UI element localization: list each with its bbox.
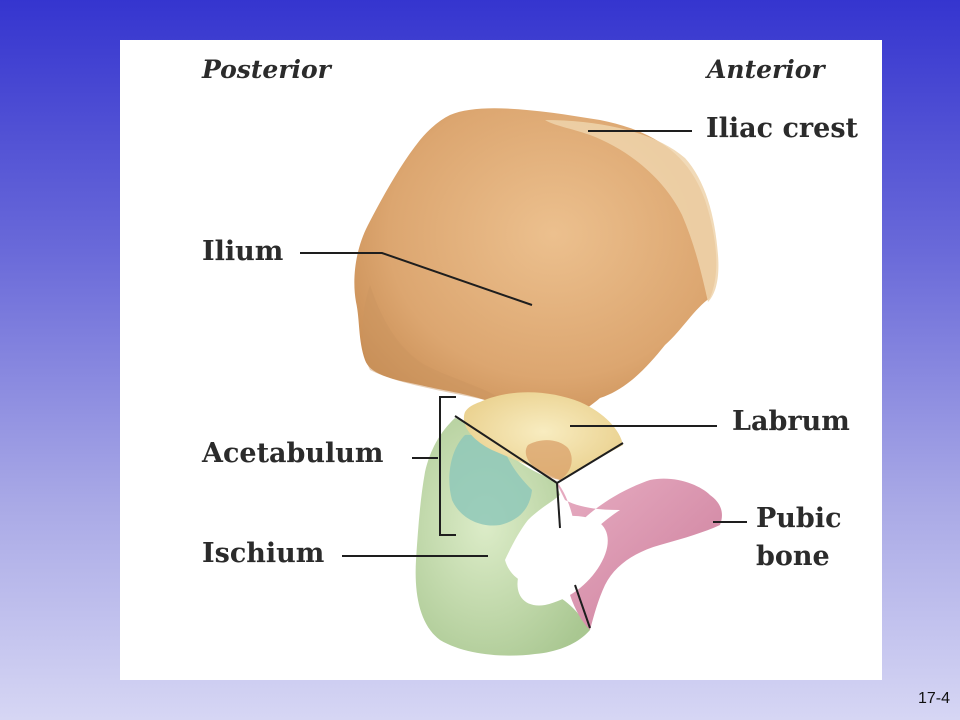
anterior-label: Anterior — [705, 55, 826, 84]
labrum-label: Labrum — [732, 406, 850, 437]
iliac-crest-ridge — [545, 120, 719, 302]
pubic-bone-label-line1: Pubic — [756, 503, 842, 534]
posterior-label: Posterior — [201, 55, 333, 84]
acetabulum-label: Acetabulum — [201, 438, 384, 469]
diagram-panel: Posterior Anterior Iliac crest Ilium Lab… — [120, 40, 882, 680]
suture-ischium-pubis — [556, 482, 561, 529]
pubic-bone — [555, 478, 722, 630]
suture-ilium-ischium — [454, 415, 558, 484]
pubic-bone-label-line2: bone — [756, 541, 830, 572]
ilium-label: Ilium — [202, 236, 283, 267]
ilium-bone — [354, 108, 717, 424]
acetabular-labrum — [463, 392, 623, 480]
suture-pubic-ramus — [574, 584, 591, 629]
acetabular-notch — [525, 440, 572, 480]
acetabular-fossa — [449, 434, 532, 526]
suture-ilium-pubis — [556, 442, 624, 484]
hip-bone-diagram: Posterior Anterior Iliac crest Ilium Lab… — [201, 55, 859, 656]
leader-ilium — [300, 252, 533, 306]
obturator-foramen — [517, 515, 608, 606]
iliac-crest-label: Iliac crest — [706, 113, 859, 144]
ischium-label: Ischium — [202, 538, 324, 569]
slide-number: 17-4 — [917, 690, 950, 707]
leader-acetabulum — [412, 396, 456, 536]
ilium-shadow — [362, 285, 500, 400]
